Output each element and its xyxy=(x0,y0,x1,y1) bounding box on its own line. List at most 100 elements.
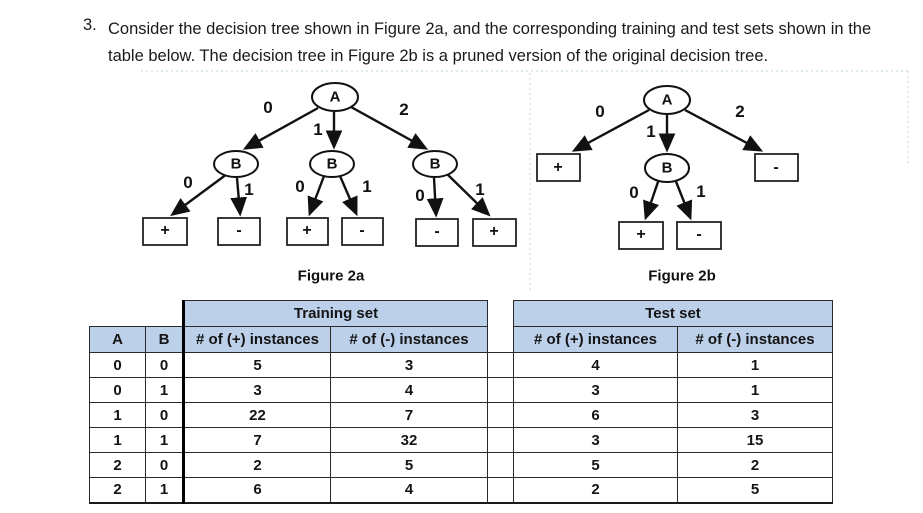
cell-test-pos: 3 xyxy=(513,427,678,453)
table-gap-cell xyxy=(487,377,514,403)
cell-a: 1 xyxy=(89,402,146,428)
fig2b-leaf-label: - xyxy=(773,159,779,176)
cell-b: 1 xyxy=(145,377,184,403)
fig2b-nodes xyxy=(536,85,799,250)
fig2a-root-label: A xyxy=(329,88,341,106)
fig2a-leaf-label: + xyxy=(160,222,170,239)
cell-a: 2 xyxy=(89,452,146,478)
fig2a-edge-a0 xyxy=(242,106,319,150)
fig2b-edge-a2 xyxy=(684,108,764,152)
fig2b-root-label: A xyxy=(661,91,673,109)
test-neg-header: # of (-) instances xyxy=(677,326,833,353)
table-gap-cell xyxy=(487,477,514,504)
question-line-2: table below. The decision tree in Figure… xyxy=(108,47,769,65)
fig2a-edge-b2-0 xyxy=(307,175,326,217)
fig2a-edge-b1-0 xyxy=(170,173,228,217)
cell-b: 0 xyxy=(145,452,184,478)
table-corner-blank xyxy=(90,301,184,327)
fig2a-leaf-box xyxy=(472,218,517,247)
fig2a-edge-b2-1 xyxy=(338,175,358,217)
fig2a-leaf-label: - xyxy=(236,222,242,239)
question-number: 3. xyxy=(83,16,97,34)
training-set-header: Training set xyxy=(182,300,488,327)
train-pos-header: # of (+) instances xyxy=(182,326,331,353)
fig2a-edge-label: 1 xyxy=(313,120,323,139)
fig2b-leaf-box xyxy=(618,221,664,250)
cell-train-neg: 7 xyxy=(330,402,488,428)
fig2a-caption: Figure 2a xyxy=(297,267,365,285)
fig2a-edge-label: 1 xyxy=(244,180,254,199)
fig2b-leaf-box xyxy=(754,153,799,182)
cell-test-neg: 5 xyxy=(677,477,833,504)
cell-train-pos: 5 xyxy=(182,352,331,378)
cell-train-pos: 22 xyxy=(182,402,331,428)
fig2a-leaf-box xyxy=(415,218,459,247)
cell-test-pos: 2 xyxy=(513,477,678,504)
table-row: 1 1 7 32 3 15 xyxy=(89,427,833,453)
fig2b-leaf-box xyxy=(676,221,722,250)
fig2b-edge-label: 0 xyxy=(629,183,639,202)
cell-b: 1 xyxy=(145,427,184,453)
fig2a-b-label: B xyxy=(326,155,338,173)
fig2a-nodes xyxy=(142,82,517,247)
fig2a-leaf-label: - xyxy=(359,222,365,239)
table-row: 2 1 6 4 2 5 xyxy=(89,477,833,504)
fig2b-leaf-label: + xyxy=(553,159,563,176)
fig2b-edge-a0 xyxy=(571,108,650,152)
fig2a-leaf-box xyxy=(286,217,329,246)
cell-b: 0 xyxy=(145,352,184,378)
fig2b-b-node xyxy=(644,153,690,183)
fig2b-edge-b1 xyxy=(673,178,693,221)
test-set-header: Test set xyxy=(513,300,833,327)
cell-test-neg: 1 xyxy=(677,352,833,378)
table-gap-column xyxy=(487,300,514,353)
fig2a-edge-a2 xyxy=(350,105,429,150)
fig2a-leaf-box xyxy=(142,217,188,246)
cell-test-neg: 1 xyxy=(677,377,833,403)
fig2b-leaf-label: + xyxy=(636,226,646,243)
fig2a-edge-label: 1 xyxy=(362,177,372,196)
fig2a-b-node-left xyxy=(213,150,259,178)
fig2a-edges xyxy=(170,105,491,218)
cell-b: 1 xyxy=(145,477,184,504)
table-row: 2 0 2 5 5 2 xyxy=(89,452,833,478)
cell-a: 0 xyxy=(89,377,146,403)
cell-train-pos: 2 xyxy=(182,452,331,478)
fig2a-edge-b3-0 xyxy=(426,177,444,218)
fig2a-edge-label: 2 xyxy=(399,100,409,119)
fig2a-b-label: B xyxy=(230,155,242,173)
table-gap-cell xyxy=(487,352,514,378)
fig2a-leaf-label: + xyxy=(489,223,499,240)
cell-a: 1 xyxy=(89,427,146,453)
fig2a-leaf-box xyxy=(341,217,384,246)
fig2a-b-node-middle xyxy=(309,150,355,178)
table-row: 1 0 22 7 6 3 xyxy=(89,402,833,428)
cell-train-neg: 3 xyxy=(330,352,488,378)
fig2b-leaf-label: - xyxy=(696,226,702,243)
cell-train-pos: 6 xyxy=(182,477,331,504)
cell-test-neg: 3 xyxy=(677,402,833,428)
cell-train-neg: 4 xyxy=(330,477,488,504)
fig2a-edge-label: 0 xyxy=(295,177,305,196)
fig2a-root-node xyxy=(311,82,359,112)
table-row: 0 1 3 4 3 1 xyxy=(89,377,833,403)
train-neg-header: # of (-) instances xyxy=(330,326,488,353)
fig2a-leaf-box xyxy=(217,217,261,246)
table-column-header-row: A B # of (+) instances # of (-) instance… xyxy=(89,326,833,353)
table-group-header-row: Training set Test set xyxy=(90,300,833,353)
fig2b-edge-label: 0 xyxy=(595,102,605,121)
train-test-table: Training set Test set A B # of (+) insta… xyxy=(89,300,833,504)
cell-train-pos: 7 xyxy=(182,427,331,453)
table-gap-cell xyxy=(487,427,514,453)
question-line-1: Consider the decision tree shown in Figu… xyxy=(108,20,872,38)
fig2b-leaf-box xyxy=(536,153,581,182)
cell-train-pos: 3 xyxy=(182,377,331,403)
table-gap-cell xyxy=(487,402,514,428)
fig2b-edge-label: 2 xyxy=(735,102,745,121)
table-row: 0 0 5 3 4 1 xyxy=(89,352,833,378)
cell-a: 0 xyxy=(89,352,146,378)
cell-test-pos: 3 xyxy=(513,377,678,403)
cell-a: 2 xyxy=(89,477,146,504)
fig2b-root-node xyxy=(643,85,691,115)
fig2a-edge-b1-1 xyxy=(230,177,248,217)
